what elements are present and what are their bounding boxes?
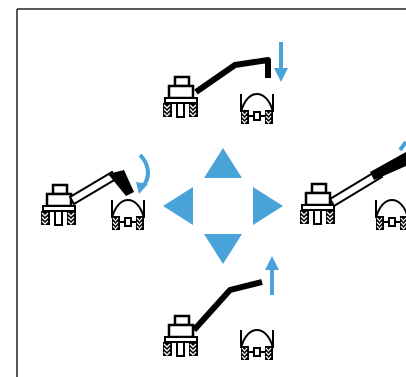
implement-icon [111,199,145,231]
implement-icon [240,93,274,125]
boom-arm [191,279,263,333]
panel-left [39,153,150,231]
tractor-icon [161,75,200,119]
down-arrow-icon [204,234,242,264]
panel-bottom [161,256,279,361]
tractor-icon [161,314,200,358]
panel-right [298,140,406,231]
up-arrow-icon [204,148,242,178]
implement-icon [375,199,406,231]
arm-tilt-up-icon [398,140,406,152]
tractor-icon [39,183,78,227]
direction-pad [163,148,283,264]
panel-top [161,42,288,125]
boom-arm [194,57,271,95]
boom-arm [328,168,384,208]
arm-down-icon [274,42,288,82]
left-arrow-icon [163,187,193,225]
boom-head [108,170,134,196]
right-arrow-icon [253,187,283,225]
boom-arm [68,170,118,206]
implement-icon [240,329,274,361]
boom-head [370,152,406,180]
arm-tilt-down-icon [136,153,150,194]
tractor-icon [298,182,337,226]
arm-up-icon [265,256,279,295]
